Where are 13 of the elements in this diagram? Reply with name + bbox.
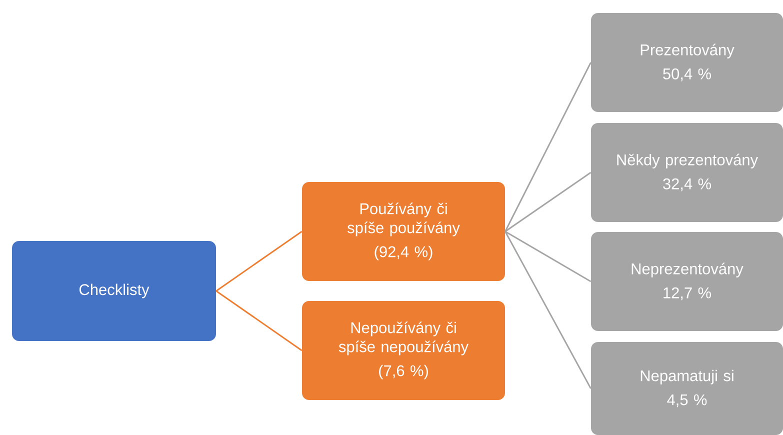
connector-line [504, 231, 592, 389]
connector-line [504, 172, 592, 232]
category-box: Nepoužívány či spíše nepoužívány (7,6 %) [302, 300, 505, 400]
category-box: Používány či spíše používány (92,4 %) [302, 182, 505, 281]
connector-line [216, 290, 302, 352]
connector-line [504, 230, 592, 282]
connector-line [504, 62, 592, 232]
result-box: Někdy prezentovány 32,4 % [591, 122, 783, 222]
category-box: Checklisty [12, 240, 216, 341]
connector-line [216, 230, 302, 292]
result-box: Prezentovány 50,4 % [591, 13, 783, 112]
result-box: Nepamatuji si 4,5 % [591, 342, 783, 435]
result-box: Neprezentovány 12,7 % [591, 232, 783, 331]
